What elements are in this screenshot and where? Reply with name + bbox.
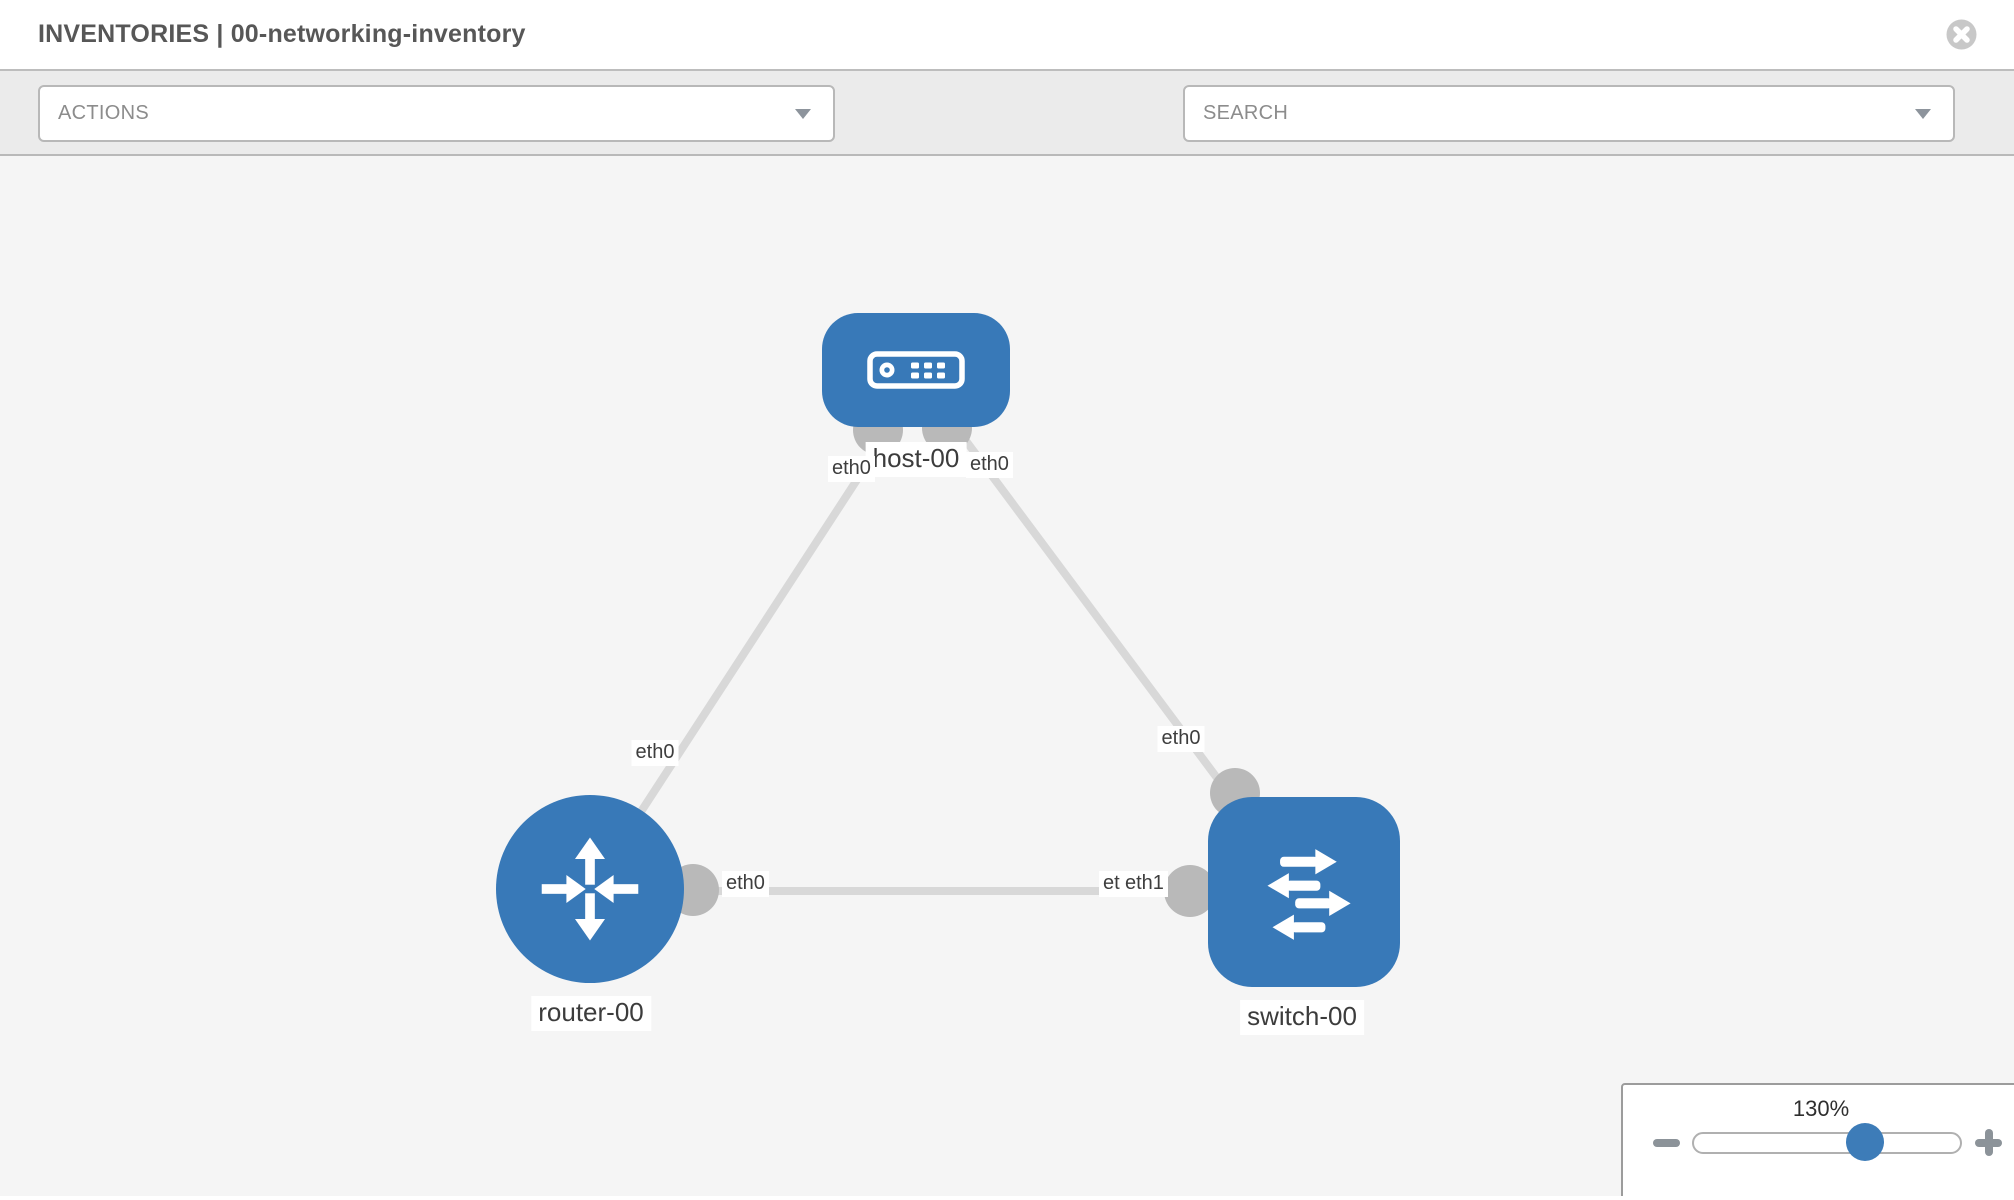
zoom-slider[interactable] — [1692, 1123, 1962, 1161]
interface-label-router-eth0: eth0 — [722, 871, 769, 897]
switch-icon — [1267, 849, 1351, 940]
zoom-panel: 130% — [1621, 1083, 2014, 1196]
search-dropdown-label: SEARCH — [1203, 102, 1289, 124]
chevron-down-icon — [795, 108, 811, 119]
interface-dot[interactable] — [1164, 865, 1216, 917]
actions-dropdown-label: ACTIONS — [58, 102, 149, 124]
node-switch-00[interactable] — [1208, 797, 1400, 987]
interface-label-host-eth0-left: eth0 — [828, 456, 875, 482]
interface-label-switch-eth0-uplink: eth0 — [1157, 726, 1205, 752]
zoom-out-button minus-icon[interactable] — [1653, 1139, 1680, 1147]
close-button[interactable] — [1946, 19, 1977, 50]
interface-label-switch-eth1: eth1 — [1121, 871, 1168, 897]
node-label-switch-00: switch-00 — [1240, 1000, 1364, 1035]
node-host-00[interactable] — [822, 313, 1010, 427]
node-label-router-00: router-00 — [531, 996, 651, 1031]
zoom-in-button plus-icon[interactable] — [1975, 1129, 2002, 1156]
close-icon — [1946, 19, 1977, 50]
actions-dropdown[interactable]: ACTIONS — [38, 85, 835, 142]
interface-label-router-eth0-uplink: eth0 — [631, 740, 679, 766]
host-icon — [867, 351, 965, 389]
zoom-slider-thumb[interactable] — [1846, 1123, 1884, 1161]
search-dropdown[interactable]: SEARCH — [1183, 85, 1955, 142]
zoom-level-value: 130% — [1792, 1096, 1850, 1121]
node-router-00[interactable] — [496, 795, 684, 983]
node-label-host-00: host-00 — [865, 442, 967, 477]
router-icon — [541, 837, 639, 941]
interface-label-host-eth0-right: eth0 — [966, 452, 1013, 478]
header: INVENTORIES | 00-networking-inventory — [0, 0, 2014, 71]
chevron-down-icon — [1915, 108, 1931, 119]
page-title: INVENTORIES | 00-networking-inventory — [38, 20, 526, 48]
topology-links-layer — [586, 403, 1306, 917]
toolbar: ACTIONS SEARCH — [0, 71, 2014, 202]
link-host-router[interactable] — [586, 403, 909, 893]
topology-canvas[interactable]: host-00 router-00 switch-00 eth0 eth0 et… — [0, 156, 2014, 1196]
